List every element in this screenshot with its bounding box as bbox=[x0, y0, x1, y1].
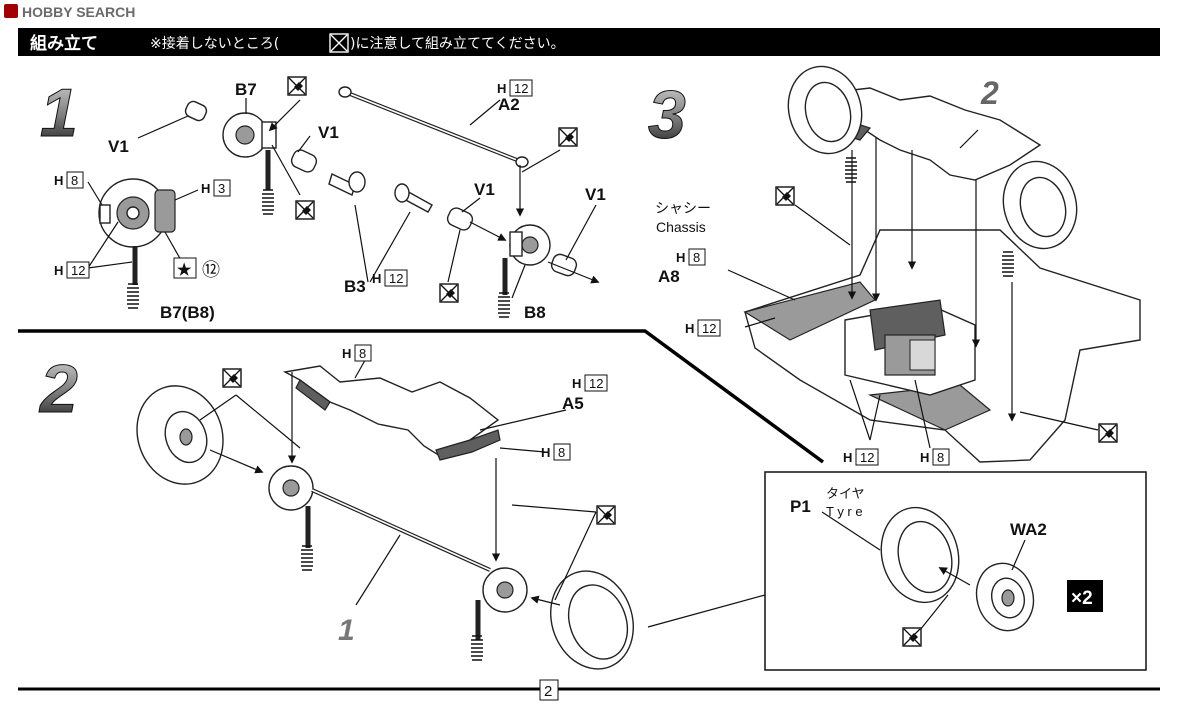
svg-text:8: 8 bbox=[693, 250, 700, 265]
svg-text:H: H bbox=[201, 181, 210, 196]
svg-text:12: 12 bbox=[71, 263, 85, 278]
part-label-v1: V1 bbox=[585, 185, 606, 204]
color-code-h12: H 12 bbox=[685, 319, 721, 337]
tyre-assembly-box: ×2 P1 タイヤ T y r e WA2 bbox=[647, 471, 1147, 671]
part-label-b8: B8 bbox=[524, 303, 546, 322]
tyre-label-en: T y r e bbox=[826, 504, 863, 519]
svg-text:12: 12 bbox=[702, 321, 716, 336]
no-glue-icon bbox=[558, 127, 578, 147]
svg-text:H: H bbox=[342, 346, 351, 361]
svg-text:H: H bbox=[541, 445, 550, 460]
no-glue-icon bbox=[287, 76, 307, 96]
tyre-label-jp: タイヤ bbox=[826, 487, 865, 502]
watermark: HOBBY SEARCH bbox=[4, 4, 135, 20]
no-glue-icon bbox=[596, 505, 616, 525]
part-label-b7-b8: B7(B8) bbox=[160, 303, 215, 322]
step-1: 1 bbox=[40, 75, 606, 323]
svg-text:12: 12 bbox=[514, 81, 528, 96]
part-label-a8: A8 bbox=[658, 267, 680, 286]
step-3-leaders bbox=[727, 129, 1099, 449]
part-label-wa2: WA2 bbox=[1010, 520, 1047, 539]
step-2-leaders bbox=[199, 354, 597, 606]
svg-text:8: 8 bbox=[558, 445, 565, 460]
header-title: 組み立て bbox=[30, 33, 98, 54]
color-code-h3: H 3 bbox=[201, 179, 231, 197]
svg-text:3: 3 bbox=[218, 181, 225, 196]
svg-text:H: H bbox=[54, 173, 63, 188]
section-dividers bbox=[18, 329, 1160, 691]
no-glue-icon bbox=[329, 33, 349, 53]
svg-text:H: H bbox=[685, 321, 694, 336]
subassembly-1-label: 1 bbox=[338, 614, 355, 647]
svg-text:12: 12 bbox=[589, 376, 603, 391]
step-2-number: 2 bbox=[38, 351, 78, 427]
color-code-h8: H 8 bbox=[342, 344, 372, 362]
part-label-b7: B7 bbox=[235, 80, 257, 99]
svg-text:12: 12 bbox=[389, 271, 403, 286]
color-code-h12: H 12 bbox=[843, 448, 879, 466]
page-number: 2 bbox=[544, 683, 552, 700]
no-glue-icon bbox=[222, 368, 242, 388]
part-label-v1: V1 bbox=[474, 180, 495, 199]
step-1-number: 1 bbox=[40, 75, 78, 151]
step-2-labels: A5 1 bbox=[338, 394, 584, 647]
header-note-start: ※接着しないところ( bbox=[150, 35, 279, 52]
no-glue-icon bbox=[295, 200, 315, 220]
step-3: 3 bbox=[648, 65, 1141, 466]
svg-text:H: H bbox=[372, 271, 381, 286]
step-3-labels: 2 シャシー Chassis A8 bbox=[655, 75, 999, 286]
header-note-end: )に注意して組み立ててください。 bbox=[350, 35, 565, 52]
star-color-code: ★ ⑫ bbox=[173, 257, 220, 280]
svg-text:H: H bbox=[572, 376, 581, 391]
part-label-a5: A5 bbox=[562, 394, 584, 413]
watermark-text: HOBBY SEARCH bbox=[22, 4, 135, 20]
chassis-label-jp: シャシー bbox=[655, 201, 711, 217]
part-label-p1: P1 bbox=[790, 497, 811, 516]
svg-text:8: 8 bbox=[71, 173, 78, 188]
no-glue-icon bbox=[902, 627, 922, 647]
svg-text:H: H bbox=[54, 263, 63, 278]
star-icon: ★ bbox=[177, 262, 192, 279]
color-code-h12: H 12 bbox=[572, 374, 608, 392]
color-code-h8: H 8 bbox=[676, 248, 706, 266]
svg-text:H: H bbox=[497, 81, 506, 96]
color-code-h8: H 8 bbox=[541, 443, 571, 461]
svg-text:12: 12 bbox=[860, 450, 874, 465]
part-label-a2: A2 bbox=[498, 95, 520, 114]
step-1-labels: V1 B7 V1 A2 V1 V1 B3 B8 B7(B8) bbox=[108, 80, 606, 322]
page-number-box: 2 bbox=[539, 679, 559, 701]
subassembly-2-label: 2 bbox=[980, 75, 999, 111]
step-1-leaders bbox=[87, 98, 600, 299]
part-label-v1: V1 bbox=[318, 123, 339, 142]
chassis-label-en: Chassis bbox=[656, 219, 706, 235]
no-glue-icon bbox=[439, 283, 459, 303]
svg-text:8: 8 bbox=[359, 346, 366, 361]
step-2-parts bbox=[136, 365, 634, 670]
no-glue-icon bbox=[1098, 423, 1118, 443]
times-two-badge: ×2 bbox=[1067, 580, 1103, 612]
no-glue-icon bbox=[775, 186, 795, 206]
step-3-parts bbox=[743, 65, 1141, 463]
svg-text:H: H bbox=[843, 450, 852, 465]
part-label-b3: B3 bbox=[344, 277, 366, 296]
svg-text:×2: ×2 bbox=[1071, 588, 1093, 609]
step-3-number: 3 bbox=[648, 77, 686, 153]
color-code-h8: H 8 bbox=[920, 448, 950, 466]
part-label-v1: V1 bbox=[108, 137, 129, 156]
svg-text:⑫: ⑫ bbox=[202, 260, 220, 280]
color-code-h8: H 8 bbox=[54, 171, 84, 189]
color-code-h12: H 12 bbox=[497, 79, 533, 97]
color-code-h12: H 12 bbox=[54, 261, 90, 279]
header-bar: 組み立て ※接着しないところ( )に注意して組み立ててください。 bbox=[18, 28, 1160, 56]
color-code-h12: H 12 bbox=[372, 269, 408, 287]
svg-text:H: H bbox=[676, 250, 685, 265]
svg-text:8: 8 bbox=[937, 450, 944, 465]
svg-text:H: H bbox=[920, 450, 929, 465]
step-2: 2 bbox=[38, 344, 634, 670]
step-1-parts bbox=[98, 86, 578, 318]
